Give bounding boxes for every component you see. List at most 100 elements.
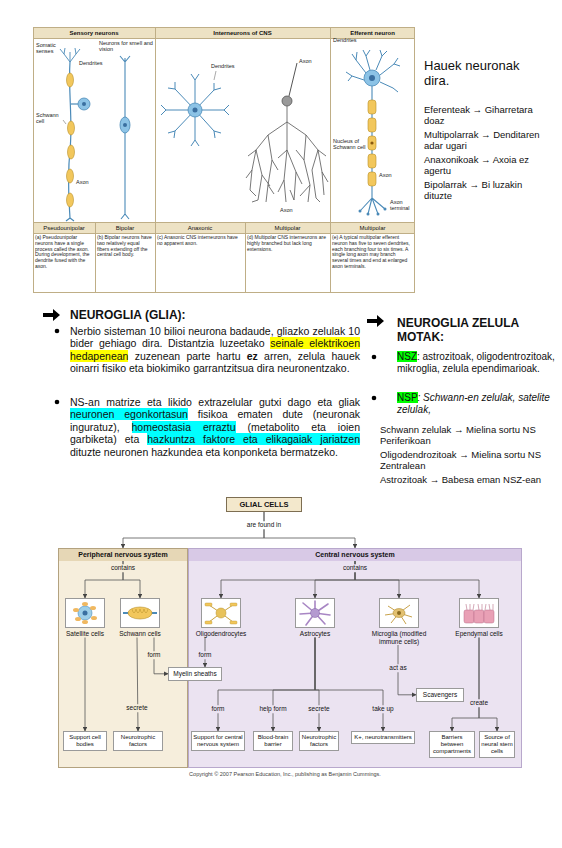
cell-illustration [363, 598, 435, 628]
cell-illustration-part-part [205, 603, 212, 606]
anaxonic-neuron-part [188, 103, 202, 117]
cell-illustration-part-part [385, 605, 412, 624]
text-block: NSP: Schwann-en zelulak, satelite zelula… [397, 392, 557, 416]
text-line: (b) Bipolar neurons have two relatively … [97, 235, 153, 258]
cell-illustration [449, 598, 509, 628]
text-line: NSZ: astrozitoak, oligodentrozitoak, mik… [397, 351, 557, 375]
cell-illustration-part [459, 598, 499, 628]
text-line: Multipolarrak → Denditaren adar ugari [424, 129, 544, 151]
pseudounipolar-neuron-part-part [68, 145, 75, 159]
text-block: NS-an matrize eta likido extrazelular gu… [70, 396, 360, 458]
text-line: Neurons for smell and vision [99, 40, 153, 53]
figure-frame-part [34, 28, 415, 39]
efferent-neuron-part-part [368, 136, 376, 150]
pseudounipolar-neuron-part-part [67, 193, 74, 207]
text-line: Dendrites [333, 37, 363, 43]
cell-type: Ependymal cells [449, 598, 509, 638]
process-box: Support cell bodies [63, 731, 107, 751]
text-block: (a) Pseudounipolar neurons have a single… [35, 235, 93, 270]
text-line: Dendrites [79, 60, 105, 66]
cell-illustration-part-part [460, 599, 499, 628]
text-line: (d) Multipolar CNS interneurons are high… [247, 235, 328, 252]
cell-illustration-part-part [82, 620, 88, 624]
process-box: GLIAL CELLS [226, 497, 302, 512]
cell-illustration [289, 598, 341, 628]
text-line: Somatic senses [36, 42, 58, 55]
pseudounipolar-neuron-part [71, 103, 78, 104]
node-label: Neurotrophic factors [115, 734, 161, 748]
cell-illustration [191, 598, 251, 628]
node-label: Ependymal cells [449, 630, 509, 638]
efferent-neuron-part [359, 208, 387, 216]
label-text: Pseudounipolar [43, 225, 85, 231]
bullet-symbols-part [367, 315, 384, 327]
edge-label: act as [387, 664, 408, 672]
label-text: Axon [299, 58, 312, 64]
label-text: Multipolar [274, 225, 300, 231]
label-text: (b) Bipolar neurons have two relatively … [97, 234, 152, 257]
bullet-symbols-part [372, 396, 377, 401]
bipolar-neuron-part [123, 123, 127, 127]
panel-heading: Central nervous system [189, 549, 521, 561]
edge-label: form [197, 651, 214, 659]
cell-illustration-part-part [91, 616, 97, 620]
text-block: Schwann zelulak → Mielina sortu NS Perif… [380, 424, 556, 488]
text-line: Bipolarrak → Bi luzakin dituzte [424, 179, 544, 201]
bipolar-neuron [120, 56, 130, 219]
text-block: Somatic senses [36, 42, 58, 55]
label-text: Dendrites [211, 63, 235, 69]
edge-label: secrete [306, 705, 331, 713]
process-box: K+, neurotransmitters [351, 731, 415, 744]
node-label: Barriers between compartments [431, 734, 473, 755]
cell-illustration-part-part [397, 611, 401, 615]
figure-frame [34, 28, 415, 293]
efferent-neuron-part [369, 75, 375, 81]
text-block: Eferenteak → Giharretara doazMultipolarr… [424, 104, 544, 204]
cell-illustration-part-part [73, 608, 79, 612]
cell-illustration-part-part [464, 610, 474, 623]
label-text: Astrozitoak → Babesa eman NSZ-ean [380, 474, 541, 485]
caption-block: Copyright © 2007 Pearson Education, Inc.… [150, 771, 420, 778]
pseudounipolar-neuron-part [63, 120, 66, 124]
cell-illustration-part [295, 598, 335, 628]
pseudounipolar-neuron-part [78, 98, 90, 110]
text-line: Nucleus of Schwann cell [333, 138, 366, 151]
cell-illustration-part [120, 598, 160, 628]
process-box: Source of neural stem cells [479, 731, 515, 758]
cell-illustration-part-part [205, 621, 212, 624]
text-line: Anaxonikoak → Axoia ez agertu [424, 154, 544, 176]
efferent-neuron-part-part [367, 213, 370, 216]
text-block: Axon [299, 58, 317, 64]
cell-illustration-part-part [230, 603, 237, 606]
text-block: Axon [379, 172, 397, 178]
text-block: Axon terminal [390, 199, 414, 212]
multipolar-interneuron-part [289, 63, 297, 96]
text-block: Dendrites [79, 60, 105, 66]
node-label: Support for central nervous system [193, 734, 243, 748]
cell-type: Oligodendrocytes [191, 598, 251, 638]
text-line: (a) Pseudounipolar neurons have a single… [35, 235, 93, 270]
pseudounipolar-neuron-part [67, 73, 75, 207]
cell-illustration-part [201, 598, 241, 628]
efferent-neuron-part-part [368, 118, 376, 132]
label-text: Nucleus of Schwann cell [333, 138, 365, 150]
edge-label: form [146, 651, 163, 659]
figure-frame-part [155, 28, 156, 293]
cell-illustration-part-part [230, 621, 237, 624]
text-line: NEUROGLIA ZELULA MOTAK: [397, 316, 557, 344]
node-label: Blood-brain barrier [255, 734, 291, 748]
text-line: Multipolar [330, 224, 415, 232]
pseudounipolar-neuron-part-part [68, 121, 75, 135]
label-text: Bipolarrak → Bi luzakin dituzte [424, 179, 522, 201]
cell-illustration-part-part [202, 599, 241, 628]
cell-illustration-part-part [216, 608, 226, 618]
text-block: Axon [280, 207, 298, 213]
edge-label: create [468, 699, 490, 707]
efferent-neuron-part [364, 70, 380, 86]
edge-label: form [210, 705, 227, 713]
pseudounipolar-neuron-part [66, 62, 74, 221]
cell-type: Microglia (modified immune cells) [363, 598, 435, 645]
text-line: Axon [76, 179, 94, 185]
text-line: Astrozitoak → Babesa eman NSZ-ean [380, 474, 556, 485]
text-line: (c) Anaxonic CNS interneurons have no ap… [157, 235, 243, 247]
